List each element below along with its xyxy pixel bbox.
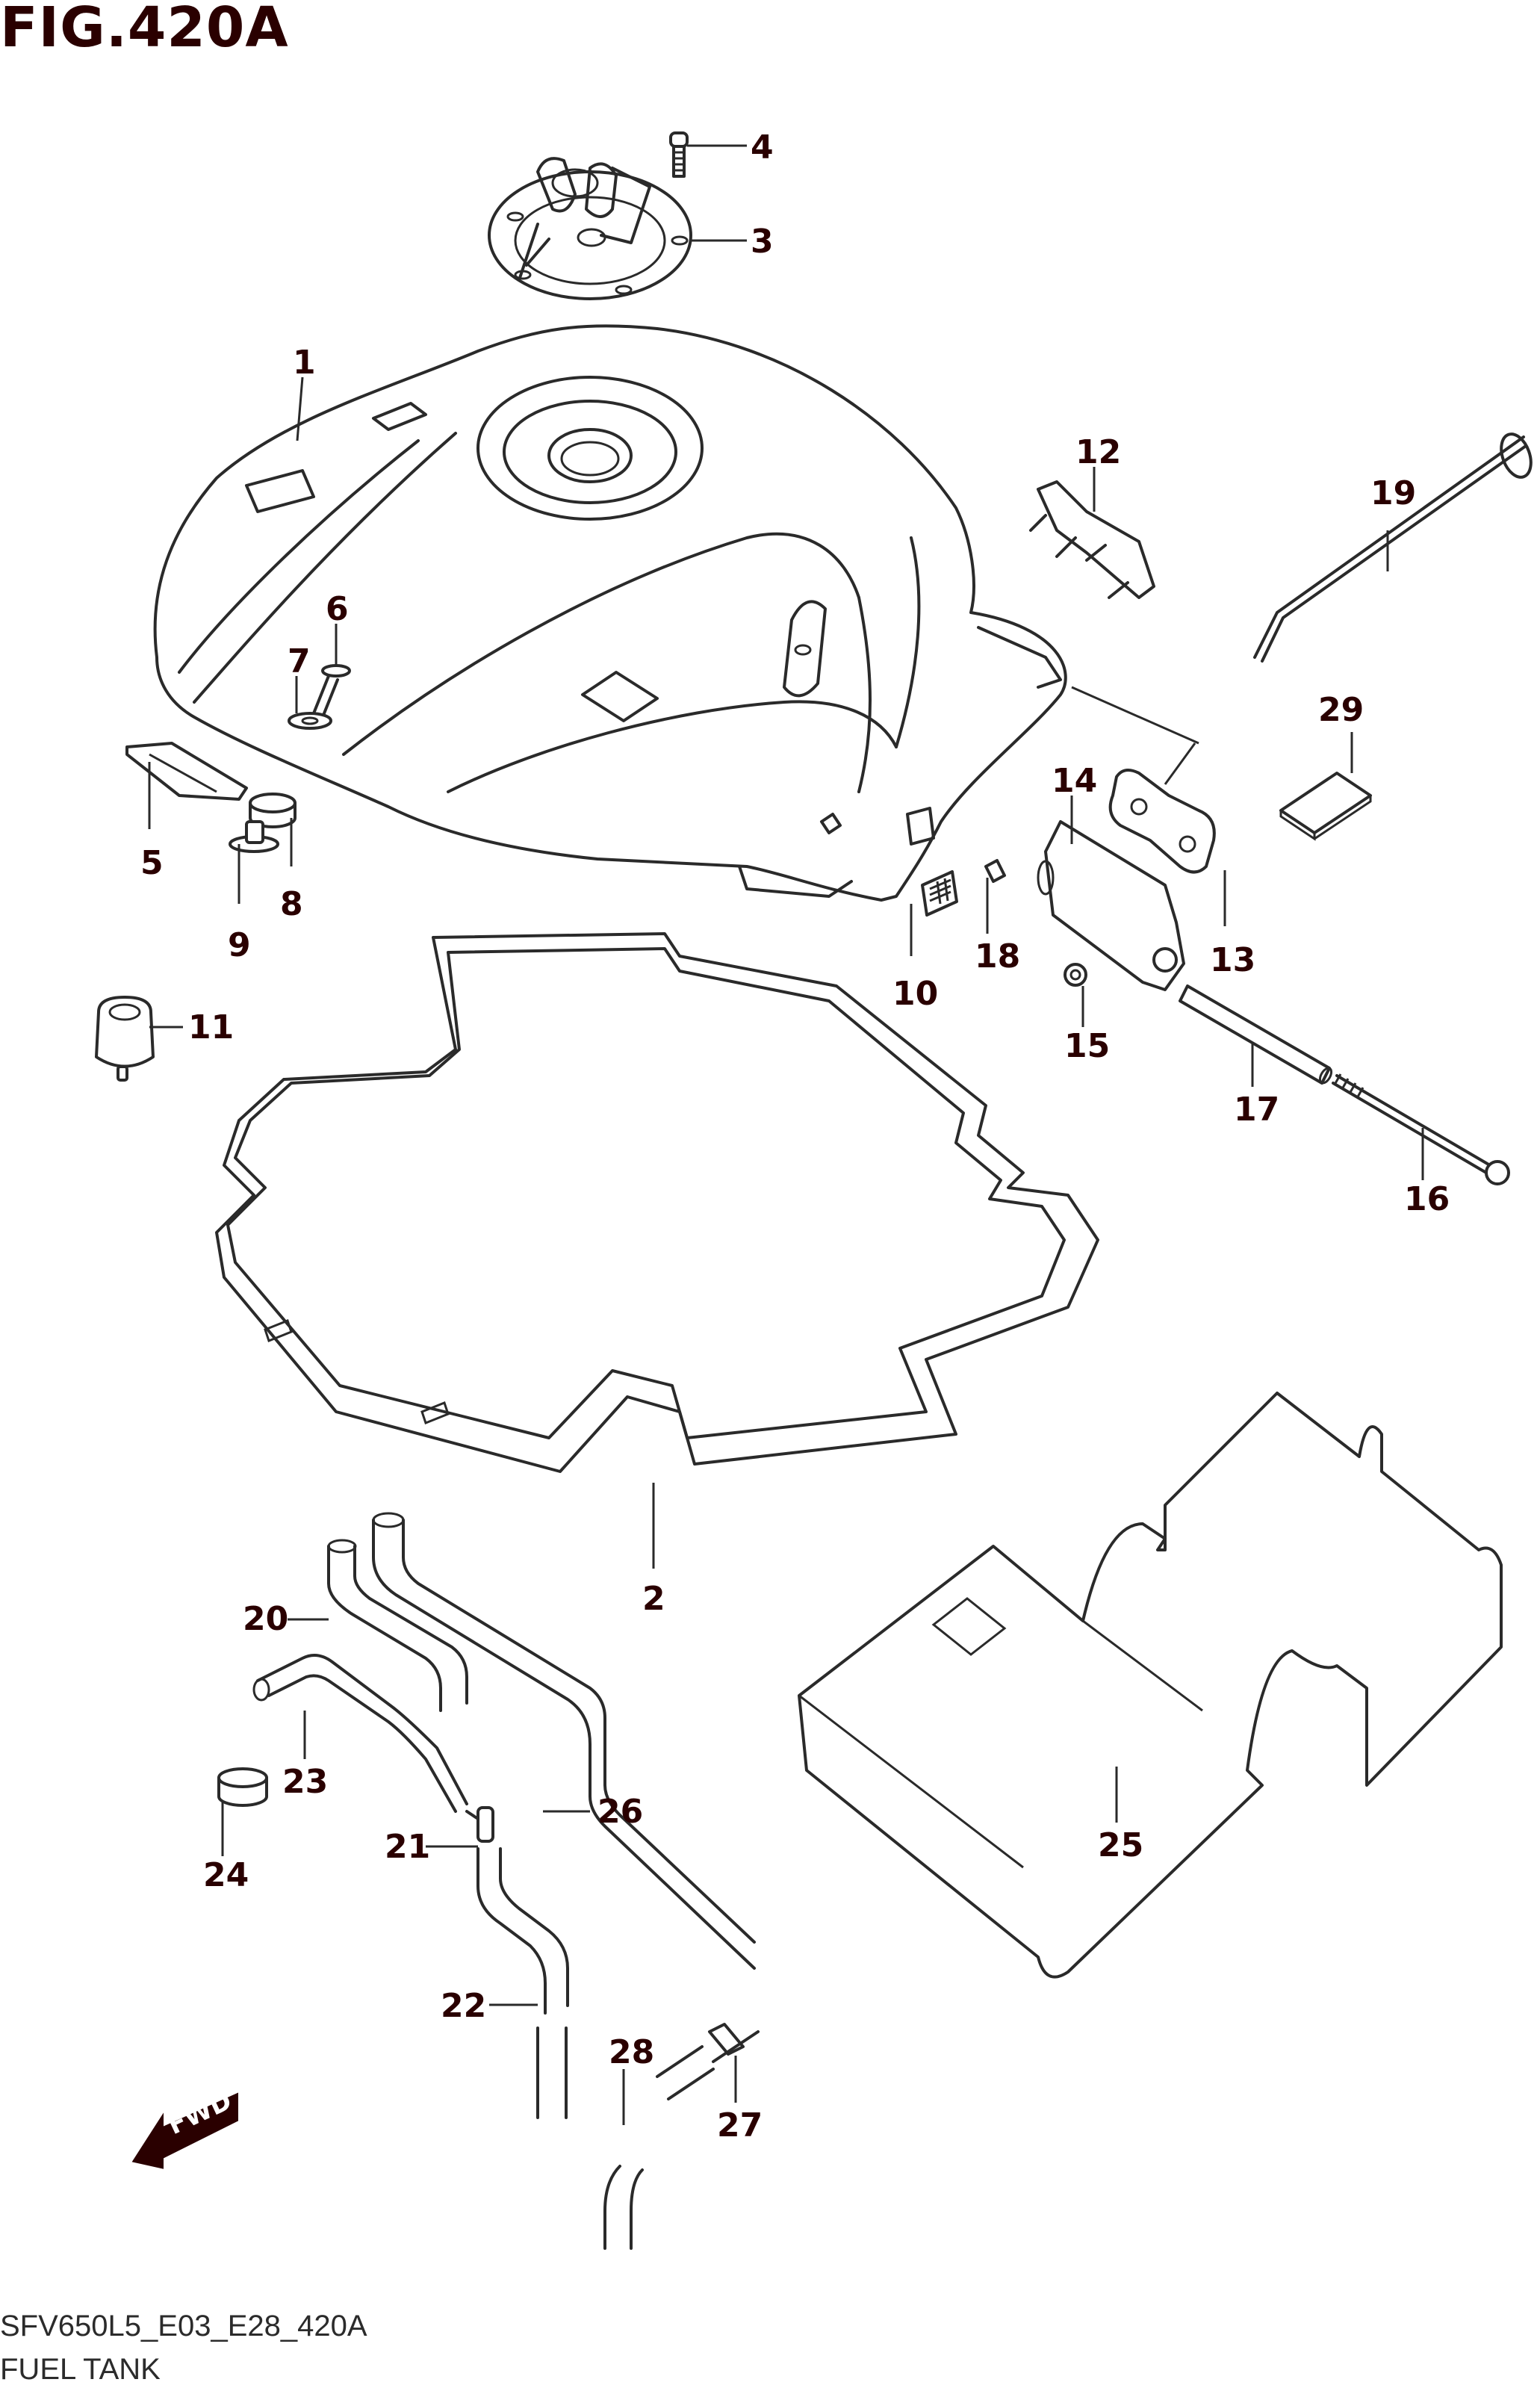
joint-27[interactable] <box>708 2023 760 2063</box>
prop-rod-19[interactable] <box>1253 430 1536 663</box>
part-label-2[interactable]: 2 <box>642 1580 665 1618</box>
part-label-11[interactable]: 11 <box>188 1008 234 1046</box>
part-label-22[interactable]: 22 <box>441 1987 486 2025</box>
front-mount-cushion[interactable] <box>125 742 248 801</box>
figure-code: SFV650L5_E03_E28_420A <box>0 2310 367 2342</box>
part-label-6[interactable]: 6 <box>326 590 349 628</box>
part-label-23[interactable]: 23 <box>282 1763 328 1801</box>
part-label-16[interactable]: 16 <box>1404 1180 1450 1218</box>
part-label-27[interactable]: 27 <box>717 2106 763 2145</box>
hose-20[interactable] <box>327 1539 468 1712</box>
hinge-bolt-16[interactable] <box>1332 1073 1510 1185</box>
leader-lines <box>148 144 1424 2125</box>
part-label-20[interactable]: 20 <box>243 1600 288 1638</box>
fwd-arrow-icon: FWD <box>129 2086 240 2171</box>
joint-21[interactable] <box>465 1806 494 1843</box>
cushion-pad-29[interactable] <box>1279 772 1372 841</box>
part-label-9[interactable]: 9 <box>228 926 251 964</box>
part-label-3[interactable]: 3 <box>751 223 774 261</box>
hose-23[interactable] <box>252 1654 468 1813</box>
part-label-21[interactable]: 21 <box>385 1828 430 1866</box>
part-label-17[interactable]: 17 <box>1234 1091 1279 1129</box>
hose-28[interactable] <box>603 2045 715 2250</box>
part-label-5[interactable]: 5 <box>140 844 164 882</box>
part-label-29[interactable]: 29 <box>1318 691 1364 729</box>
figure-name: FUEL TANK <box>0 2353 161 2386</box>
spacer-17[interactable] <box>1179 984 1334 1085</box>
bracket-12[interactable] <box>1029 480 1155 599</box>
figure-title: FIG.420A <box>0 0 289 60</box>
part-label-1[interactable]: 1 <box>293 344 316 382</box>
label-10[interactable] <box>921 870 958 917</box>
part-label-8[interactable]: 8 <box>280 885 303 923</box>
part-label-12[interactable]: 12 <box>1075 433 1121 471</box>
cap-bolt[interactable] <box>669 131 689 178</box>
part-label-18[interactable]: 18 <box>975 937 1020 976</box>
part-label-14[interactable]: 14 <box>1052 762 1097 800</box>
part-label-19[interactable]: 19 <box>1370 474 1416 512</box>
part-label-7[interactable]: 7 <box>288 642 311 680</box>
nut-15[interactable] <box>1064 963 1087 987</box>
collar-9[interactable] <box>229 820 279 853</box>
fuel-cap-assembly[interactable] <box>488 157 692 300</box>
part-labels: 1 2 3 4 5 6 7 8 9 10 11 12 13 14 15 16 1… <box>140 128 1450 2145</box>
washer-7[interactable] <box>288 712 332 730</box>
hose-22[interactable] <box>476 1847 569 2119</box>
part-label-10[interactable]: 10 <box>892 975 938 1013</box>
part-label-4[interactable]: 4 <box>751 128 774 167</box>
hinge-bracket-14[interactable] <box>1037 820 1185 991</box>
tank-seal-rubber-2[interactable] <box>215 932 1099 1473</box>
cushion-13[interactable] <box>1108 769 1216 874</box>
part-label-25[interactable]: 25 <box>1098 1826 1143 1864</box>
part-label-26[interactable]: 26 <box>597 1793 643 1831</box>
part-label-24[interactable]: 24 <box>203 1856 249 1894</box>
heat-shield-25[interactable] <box>798 1392 1503 1979</box>
part-label-15[interactable]: 15 <box>1064 1027 1110 1065</box>
part-label-13[interactable]: 13 <box>1210 941 1255 979</box>
nut-18[interactable] <box>984 859 1006 883</box>
cushion-11[interactable] <box>95 996 155 1082</box>
ring-24[interactable] <box>217 1767 268 1807</box>
fuel-tank[interactable] <box>153 324 1067 902</box>
hose-26[interactable] <box>372 1512 756 1970</box>
part-label-28[interactable]: 28 <box>609 2033 654 2071</box>
